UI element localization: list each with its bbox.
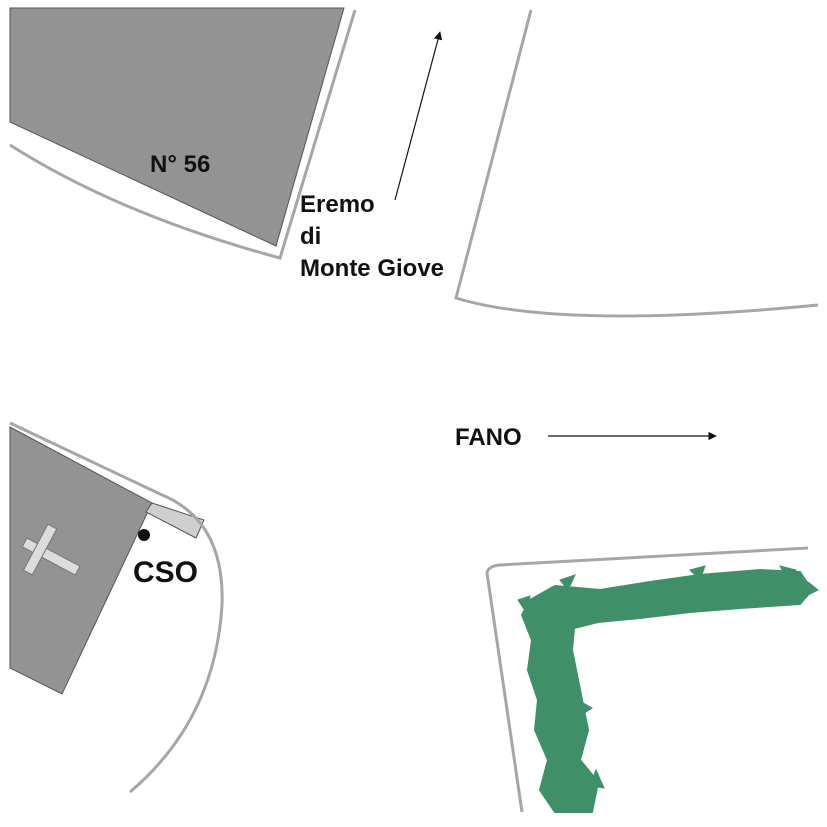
hedge-vegetation	[517, 565, 819, 813]
cso-label: CSO	[133, 556, 198, 589]
church-annex	[145, 502, 205, 539]
destination-eremo-line1: Eremo	[300, 191, 375, 218]
building-number-label: N° 56	[150, 151, 210, 178]
destination-eremo-line2: di	[300, 223, 321, 250]
building-no-56	[9, 7, 345, 247]
road-edge-bottom-right	[485, 546, 809, 813]
dot-marker-icon	[138, 529, 150, 541]
road-edge-top-right	[454, 9, 819, 318]
road-edge-bottom-left	[9, 421, 224, 794]
arrow-to-eremo	[394, 31, 443, 201]
destination-eremo-line3: Monte Giove	[300, 255, 444, 282]
road-edge-top-left	[9, 9, 357, 260]
church-building	[9, 426, 153, 695]
cross-icon	[21, 523, 81, 576]
destination-fano-label: FANO	[455, 424, 522, 451]
